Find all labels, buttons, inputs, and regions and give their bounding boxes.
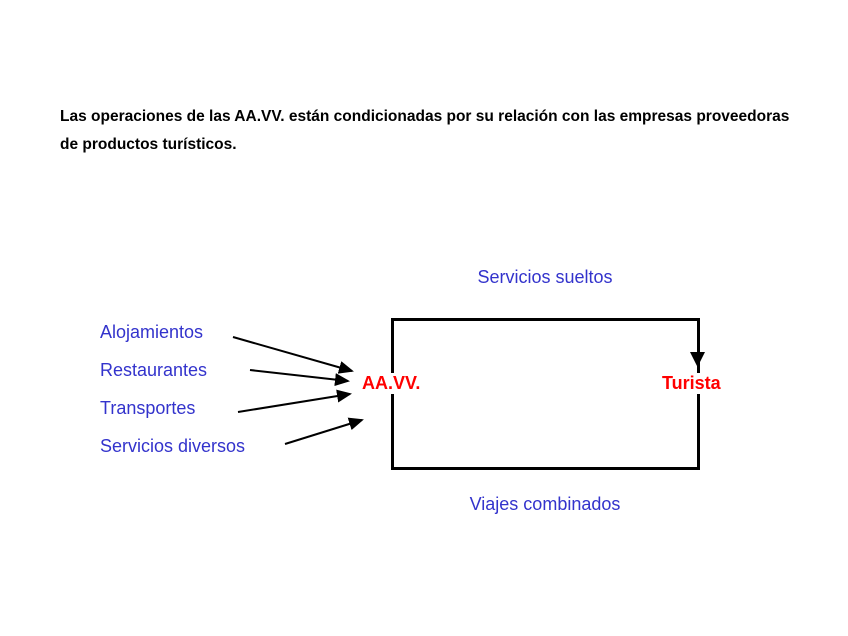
arrow-transportes-to-agency [237,389,352,413]
provider-label-alojamientos: Alojamientos [100,322,204,342]
provider-label-restaurantes: Restaurantes [100,360,208,380]
arrow-alojamientos-to-agency [232,336,354,374]
slide-title: Las operaciones de las AA.VV. están cond… [60,108,790,153]
flow-rectangle [391,318,700,470]
bottom-path-label: Viajes combinados [469,494,621,514]
arrowhead-to-tourist [690,352,705,367]
tourist-node-label: Turista [659,373,724,394]
top-path-label: Servicios sueltos [477,267,613,287]
agency-node-label: AA.VV. [359,373,424,394]
provider-label-transportes: Transportes [100,398,196,418]
arrow-restaurantes-to-agency [249,369,350,387]
provider-label-servicios-diversos: Servicios diversos [100,436,246,456]
arrow-servicios-diversos-to-agency [284,417,364,445]
